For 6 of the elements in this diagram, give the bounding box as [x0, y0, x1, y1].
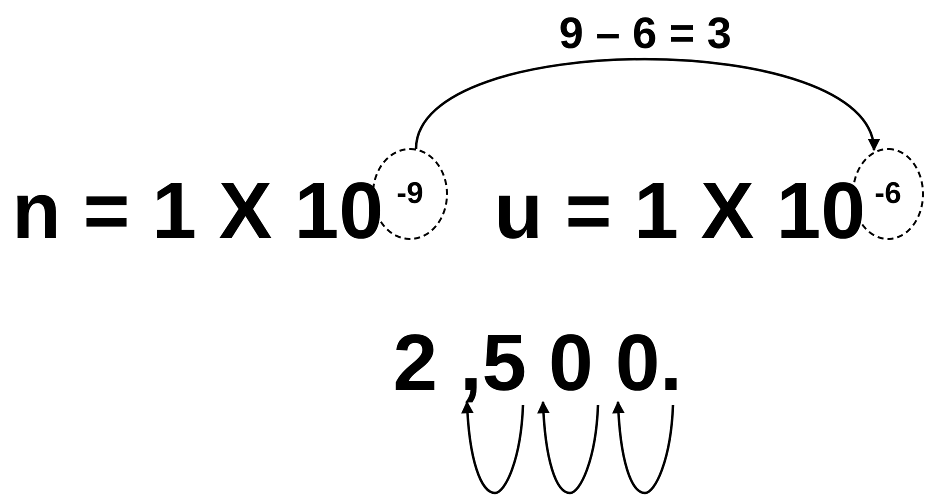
exponent-text: -6	[874, 179, 902, 209]
formula-text: u = 1 X 10	[494, 171, 866, 251]
formula-text: n = 1 X 10	[12, 171, 384, 251]
edge-label: 9 – 6 = 3	[559, 12, 732, 56]
number-text: 2 ,5 0 0.	[393, 323, 682, 403]
exponent-text: -9	[396, 179, 424, 209]
